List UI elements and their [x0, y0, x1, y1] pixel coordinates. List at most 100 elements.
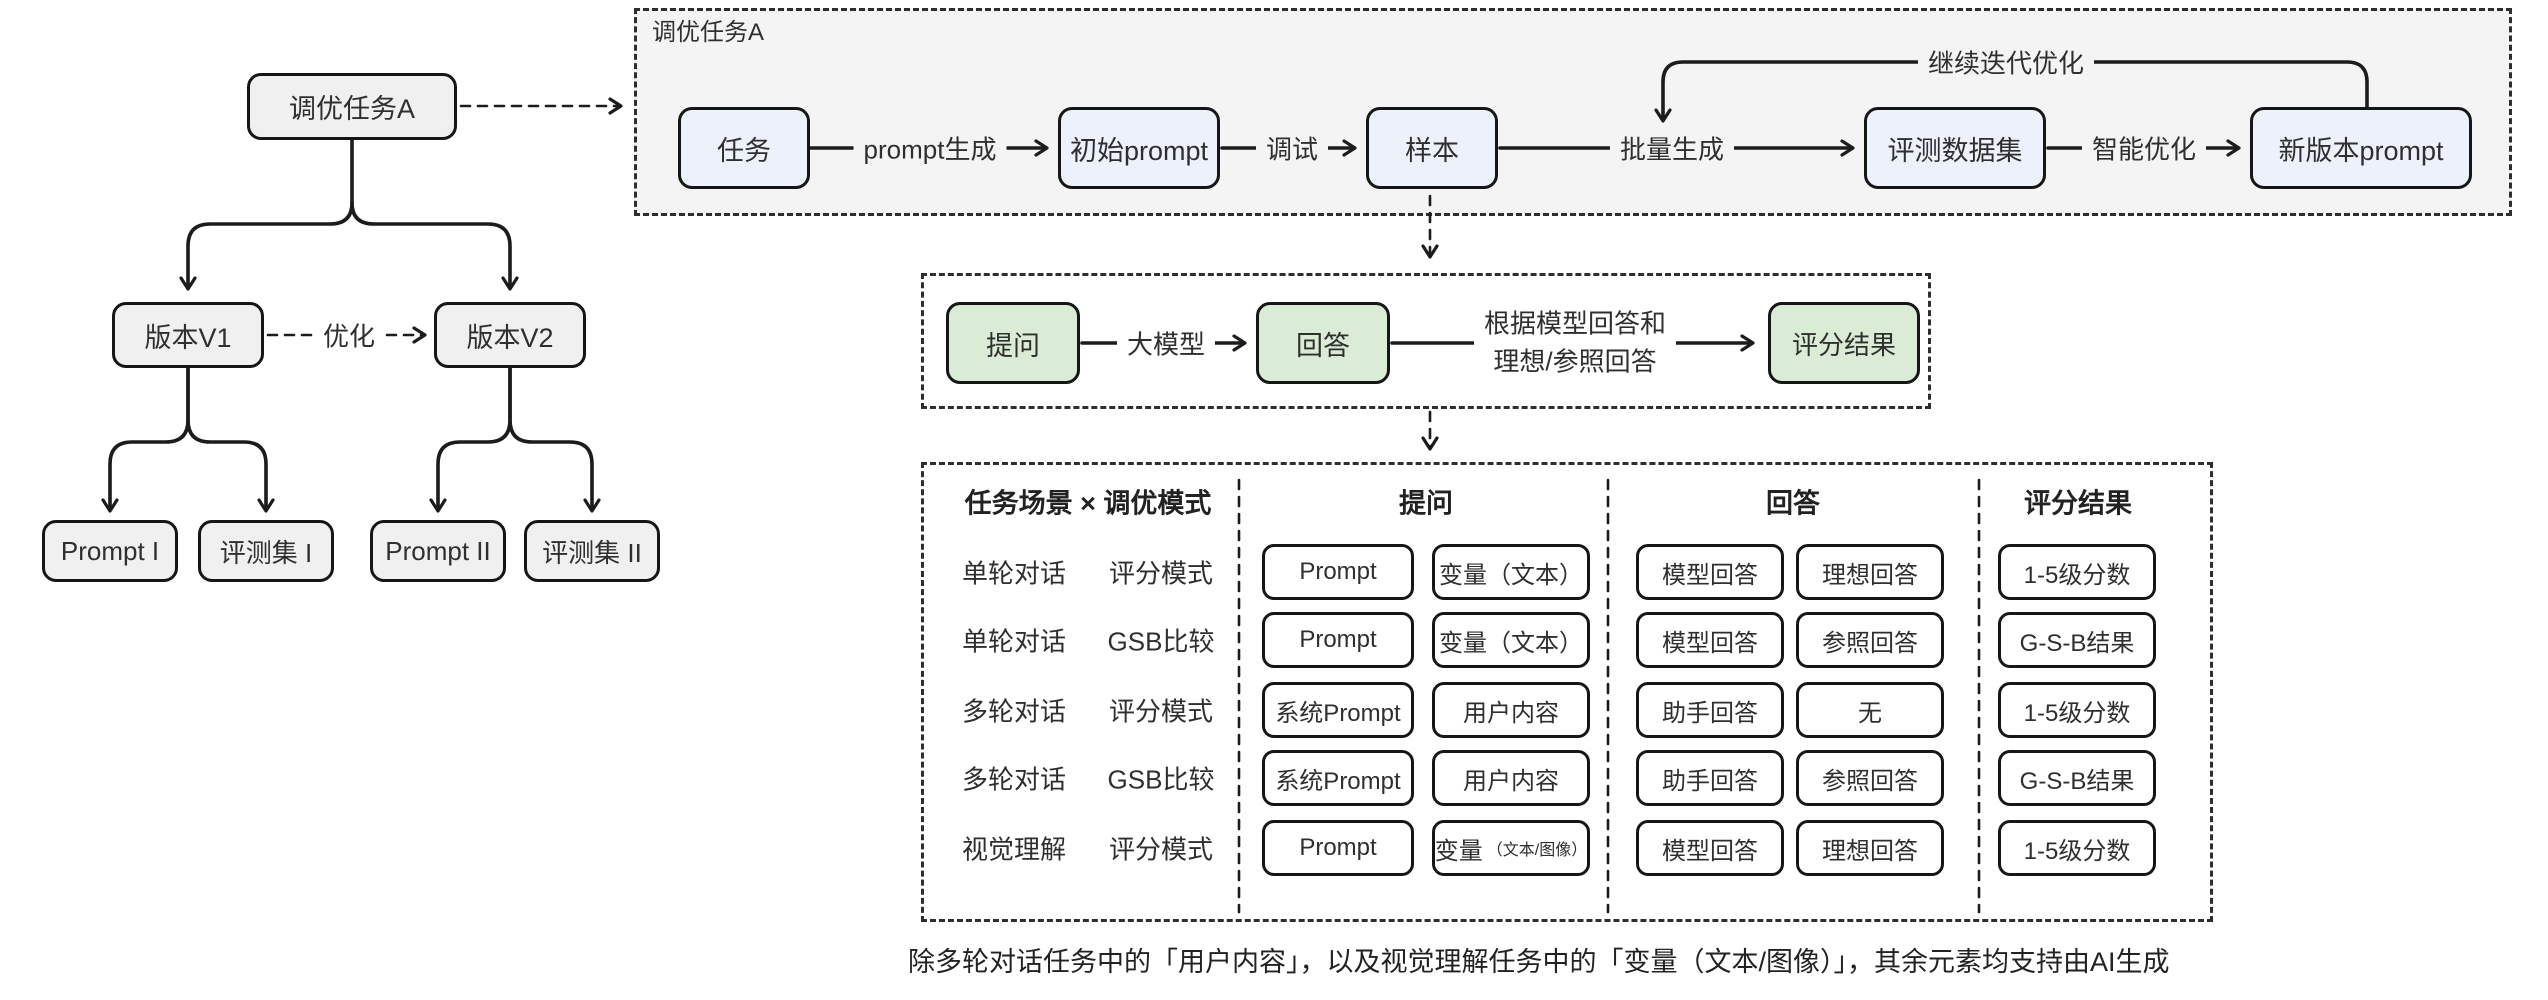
table-cell-scene-row3: 多轮对话 — [961, 696, 1067, 727]
table-cell-mode-row1: 评分模式 — [1108, 558, 1214, 589]
table-cell-text: Prompt — [1299, 626, 1377, 653]
node-version-v2: 版本V2 — [434, 302, 586, 368]
table-cell-scene-row4: 多轮对话 — [961, 764, 1067, 795]
table-cell-q1-row3: 系统Prompt — [1262, 682, 1414, 738]
edge-label-llm: 大模型 — [1116, 322, 1216, 364]
edge-label-prompt-generate: prompt生成 — [853, 127, 1007, 169]
table-cell-text: 助手回答 — [1662, 699, 1758, 727]
edge-root-to-v1 — [179, 201, 354, 291]
table-cell-text: 变量 — [1434, 837, 1483, 865]
table-cell-mode-row2: GSB比较 — [1107, 626, 1215, 657]
table-cell-q1-row5: Prompt — [1262, 820, 1414, 876]
node-version-v1: 版本V1 — [112, 302, 264, 368]
table-cell-text: G-S-B结果 — [2019, 767, 2135, 795]
table-cell-text: Prompt — [1299, 834, 1377, 861]
table-cell-text: 参照回答 — [1822, 629, 1918, 657]
table-cell-mode-row5: 评分模式 — [1108, 834, 1214, 865]
table-cell-a1-row2: 模型回答 — [1636, 612, 1784, 668]
node-tuning-task-a: 调优任务A — [247, 73, 457, 140]
table-cell-a1-row5: 模型回答 — [1636, 820, 1784, 876]
table-cell-text: 1-5级分数 — [2023, 561, 2131, 589]
table-cell-text: 系统Prompt — [1275, 699, 1401, 727]
table-cell-text: 理想回答 — [1822, 561, 1918, 589]
table-cell-a1-row3: 助手回答 — [1636, 682, 1784, 738]
table-cell-subtext: （文本/图像） — [1486, 842, 1588, 859]
node-prompt-2: Prompt II — [370, 520, 506, 582]
table-cell-text: 理想回答 — [1822, 837, 1918, 865]
node-task: 任务 — [678, 107, 810, 189]
table-cell-scene-row1: 单轮对话 — [961, 558, 1067, 589]
table-cell-q2-row3: 用户内容 — [1432, 682, 1590, 738]
table-cell-text: G-S-B结果 — [2019, 629, 2135, 657]
table-cell-text: 1-5级分数 — [2023, 699, 2131, 727]
table-cell-q2-row5: 变量（文本/图像） — [1432, 820, 1590, 876]
table-cell-score-row5: 1-5级分数 — [1998, 820, 2156, 876]
table-cell-a2-row3: 无 — [1796, 682, 1944, 738]
node-answer: 回答 — [1256, 302, 1390, 384]
node-eval-dataset: 评测数据集 — [1864, 107, 2046, 189]
table-cell-text: Prompt — [1299, 558, 1377, 585]
table-cell-q2-row2: 变量（文本） — [1432, 612, 1590, 668]
table-cell-text: 模型回答 — [1662, 561, 1758, 589]
node-score-result: 评分结果 — [1768, 302, 1920, 384]
table-cell-q1-row2: Prompt — [1262, 612, 1414, 668]
table-header-question: 提问 — [1399, 488, 1453, 519]
table-cell-score-row3: 1-5级分数 — [1998, 682, 2156, 738]
node-evalset-1: 评测集 I — [198, 520, 334, 582]
edge-root-to-v2 — [350, 201, 519, 291]
edge-label-score-basis: 根据模型回答和 理想/参照回答 — [1473, 303, 1677, 383]
table-cell-text: 变量（文本） — [1439, 561, 1583, 589]
table-header-scene-mode: 任务场景 × 调优模式 — [964, 488, 1212, 519]
tuning-task-container — [634, 8, 2512, 216]
evaluation-flow-container — [921, 273, 1931, 409]
node-initial-prompt: 初始prompt — [1058, 107, 1220, 189]
table-cell-q2-row1: 变量（文本） — [1432, 544, 1590, 600]
node-question: 提问 — [946, 302, 1080, 384]
table-cell-a2-row5: 理想回答 — [1796, 820, 1944, 876]
table-cell-text: 助手回答 — [1662, 767, 1758, 795]
table-cell-q2-row4: 用户内容 — [1432, 750, 1590, 806]
table-cell-text: 模型回答 — [1662, 837, 1758, 865]
table-cell-a2-row4: 参照回答 — [1796, 750, 1944, 806]
table-cell-text: 用户内容 — [1463, 767, 1559, 795]
table-cell-text: 无 — [1858, 699, 1882, 727]
table-cell-text: 变量（文本） — [1439, 629, 1583, 657]
table-cell-scene-row2: 单轮对话 — [961, 626, 1067, 657]
table-cell-score-row1: 1-5级分数 — [1998, 544, 2156, 600]
edge-label-debug: 调试 — [1255, 127, 1329, 169]
table-cell-text: 1-5级分数 — [2023, 837, 2131, 865]
edge-label-optimize: 优化 — [312, 314, 386, 356]
table-cell-score-row2: G-S-B结果 — [1998, 612, 2156, 668]
edge-v2-to-prompt2 — [429, 366, 512, 513]
table-cell-text: 系统Prompt — [1275, 767, 1401, 795]
table-cell-text: 模型回答 — [1662, 629, 1758, 657]
table-cell-a2-row1: 理想回答 — [1796, 544, 1944, 600]
edge-label-smart-optimize: 智能优化 — [2081, 127, 2207, 169]
table-cell-scene-row5: 视觉理解 — [961, 834, 1067, 865]
edge-label-score-basis-line2: 理想/参照回答 — [1493, 346, 1657, 376]
footnote-caption: 除多轮对话任务中的「用户内容」，以及视觉理解任务中的「变量（文本/图像）」，其余… — [908, 947, 2170, 977]
table-cell-q1-row1: Prompt — [1262, 544, 1414, 600]
node-evalset-2: 评测集 II — [524, 520, 660, 582]
node-new-version-prompt: 新版本prompt — [2250, 107, 2472, 189]
table-cell-mode-row3: 评分模式 — [1108, 696, 1214, 727]
table-cell-a2-row2: 参照回答 — [1796, 612, 1944, 668]
table-cell-a1-row1: 模型回答 — [1636, 544, 1784, 600]
edge-v1-to-evalset1 — [186, 366, 275, 513]
node-prompt-1: Prompt I — [42, 520, 178, 582]
table-cell-a1-row4: 助手回答 — [1636, 750, 1784, 806]
table-cell-mode-row4: GSB比较 — [1107, 764, 1215, 795]
edge-label-score-basis-line1: 根据模型回答和 — [1483, 308, 1667, 339]
table-header-answer: 回答 — [1766, 488, 1820, 519]
container-label-tuning-task: 调优任务A — [652, 19, 765, 46]
edge-v1-to-prompt1 — [101, 366, 190, 513]
edge-v2-to-evalset2 — [508, 366, 601, 513]
edge-label-batch-generate: 批量生成 — [1609, 127, 1735, 169]
table-cell-score-row4: G-S-B结果 — [1998, 750, 2156, 806]
table-cell-text: 用户内容 — [1463, 699, 1559, 727]
table-header-score: 评分结果 — [2024, 488, 2132, 519]
table-cell-text: 参照回答 — [1822, 767, 1918, 795]
table-cell-q1-row4: 系统Prompt — [1262, 750, 1414, 806]
edge-label-continue-iterate: 继续迭代优化 — [1917, 41, 2095, 83]
